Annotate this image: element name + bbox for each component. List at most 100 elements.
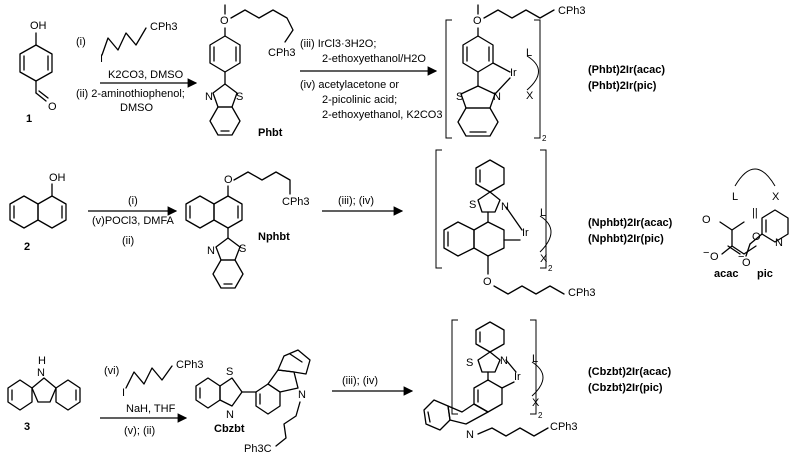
- nphbt-complex-x: X: [540, 253, 548, 265]
- cbzbt-complex-cph3: CPh3: [550, 421, 578, 433]
- lx-legend: L X ||: [732, 168, 780, 219]
- phbt-name: Phbt: [258, 127, 283, 139]
- product-cbzbt-pic: (Cbzbt)2Ir(pic): [588, 382, 663, 394]
- step-iv-2: 2-picolinic acid;: [322, 94, 397, 106]
- cbzbt-n1: N: [226, 409, 234, 421]
- phbt-o: O: [220, 15, 229, 27]
- product-cbzbt-acac: (Cbzbt)2Ir(acac): [588, 366, 671, 378]
- row1: OH O 1 (i) I CPh3 K2CO3, DMSO (ii) 2-ami…: [19, 4, 665, 143]
- compound-1-o: O: [48, 101, 57, 113]
- nphbt-o: O: [224, 174, 233, 186]
- nphbt-cph3: CPh3: [282, 196, 310, 208]
- phbt-complex-x: X: [526, 90, 534, 102]
- row3-reagent-cph3: CPh3: [176, 359, 204, 371]
- row2: OH 2 (i) (v)POCl3, DMFA (ii) O CPh3 S N …: [9, 149, 789, 299]
- nphbt-complex-o: O: [483, 276, 492, 288]
- row3-reagent-vi: (vi): [104, 365, 119, 377]
- phbt-n: N: [205, 91, 213, 103]
- step-iii: (iii) IrCl3·3H2O;: [300, 38, 376, 50]
- phbt-complex-structure: 2 O CPh3 Ir L X S N: [445, 4, 586, 143]
- phbt-s: S: [236, 91, 243, 103]
- nphbt-n: N: [207, 245, 215, 257]
- nphbt-complex-l: L: [540, 207, 546, 219]
- compound-2-structure: OH 2: [9, 172, 67, 253]
- reagent-i-label: (i): [76, 36, 86, 48]
- reagent-ii-label: (ii) 2-aminothiophenol;: [76, 88, 185, 100]
- compound-3-structure: N H 3: [7, 355, 81, 433]
- product-nphbt-acac: (Nphbt)2Ir(acac): [588, 217, 673, 229]
- cbzbt-complex-ir: Ir: [514, 371, 521, 383]
- cbzbt-structure: S N N Ph3C Cbzbt: [195, 349, 311, 455]
- cbzbt-complex-n: N: [500, 355, 508, 367]
- reagent-ii-solvent: DMSO: [120, 102, 153, 114]
- cbzbt-complex-structure: 2 S N Ir L X N CPh3: [423, 319, 578, 441]
- nphbt-complex-sub: 2: [548, 264, 553, 273]
- acac-o1: O: [702, 214, 711, 226]
- phbt-complex-cph3: CPh3: [558, 5, 586, 17]
- reagent-i-cph3: CPh3: [150, 21, 178, 33]
- reagent-i-conditions: K2CO3, DMSO: [108, 69, 184, 81]
- product-phbt-acac: (Phbt)2Ir(acac): [588, 64, 665, 76]
- cbzbt-complex-sub: 2: [538, 411, 543, 420]
- phbt-complex-ir: Ir: [510, 67, 517, 79]
- pic-structure: N O O − pic: [738, 209, 789, 280]
- row3: N H 3 (vi) I CPh3 NaH, THF (v); (ii) S N…: [7, 319, 671, 455]
- pic-label: pic: [757, 268, 773, 280]
- cbzbt-complex-x: X: [532, 397, 540, 409]
- step-iii-solvent: 2-ethoxyethanol/H2O: [322, 53, 426, 65]
- compound-3-h: H: [38, 355, 46, 367]
- row2-reagent-ii: (ii): [122, 235, 134, 247]
- phbt-complex-o: O: [473, 15, 482, 27]
- pic-minus: −: [738, 251, 744, 263]
- row3-reagent-conditions: NaH, THF: [126, 403, 176, 415]
- acac-o2: O: [710, 251, 719, 263]
- row2-reagent-v: (v)POCl3, DMFA: [92, 215, 175, 227]
- cbzbt-n2: N: [298, 389, 306, 401]
- compound-1-number: 1: [26, 113, 32, 125]
- legend-x: X: [772, 191, 780, 203]
- phbt-complex-s: S: [456, 91, 463, 103]
- phbt-structure: O CPh3 S N Phbt: [205, 4, 296, 139]
- acac-label: acac: [714, 268, 738, 280]
- compound-1-oh: OH: [30, 20, 47, 32]
- nphbt-structure: O CPh3 S N Nphbt: [185, 171, 310, 289]
- nphbt-name: Nphbt: [258, 231, 290, 243]
- compound-2-oh: OH: [49, 172, 66, 184]
- compound-2-number: 2: [24, 241, 30, 253]
- cbzbt-cph3: Ph3C: [244, 443, 272, 455]
- nphbt-complex-ir: Ir: [522, 227, 529, 239]
- compound-3-number: 3: [24, 421, 30, 433]
- row3-reagent-v-ii: (v); (ii): [124, 425, 155, 437]
- step-iv-3: 2-ethoxyethanol, K2CO3: [322, 109, 442, 121]
- compound-3-n: N: [37, 367, 45, 379]
- nphbt-complex-n: N: [501, 201, 509, 213]
- row2-reagent-i: (i): [128, 195, 138, 207]
- product-phbt-pic: (Phbt)2Ir(pic): [588, 80, 657, 92]
- phbt-complex-n: N: [493, 91, 501, 103]
- cbzbt-complex-s: S: [466, 357, 473, 369]
- nphbt-complex-cph3: CPh3: [568, 287, 596, 299]
- acac-minus: −: [703, 247, 709, 259]
- cbzbt-complex-l: L: [532, 353, 538, 365]
- legend-l: L: [732, 191, 738, 203]
- row2-steps: (iii); (iv): [338, 195, 374, 207]
- cbzbt-complex-n2: N: [466, 429, 474, 441]
- phbt-cph3: CPh3: [268, 47, 296, 59]
- pic-o1: O: [742, 257, 751, 269]
- legend-equals: ||: [752, 207, 758, 219]
- reagent-i-iodo: I: [100, 53, 103, 65]
- row3-steps: (iii); (iv): [342, 375, 378, 387]
- nphbt-complex-s: S: [469, 199, 476, 211]
- nphbt-s: S: [239, 243, 246, 255]
- step-iv-1: (iv) acetylacetone or: [300, 79, 399, 91]
- cbzbt-name: Cbzbt: [214, 423, 245, 435]
- compound-1-structure: OH O 1: [19, 20, 57, 125]
- nphbt-complex-structure: 2 S N Ir L X O CPh3: [435, 149, 596, 299]
- phbt-complex-sub: 2: [542, 134, 547, 143]
- acac-structure: O O − acac: [702, 214, 757, 280]
- pic-o2: O: [752, 231, 761, 243]
- row3-reagent-iodo: I: [122, 387, 125, 399]
- cbzbt-s: S: [226, 366, 233, 378]
- phbt-complex-l: L: [526, 47, 532, 59]
